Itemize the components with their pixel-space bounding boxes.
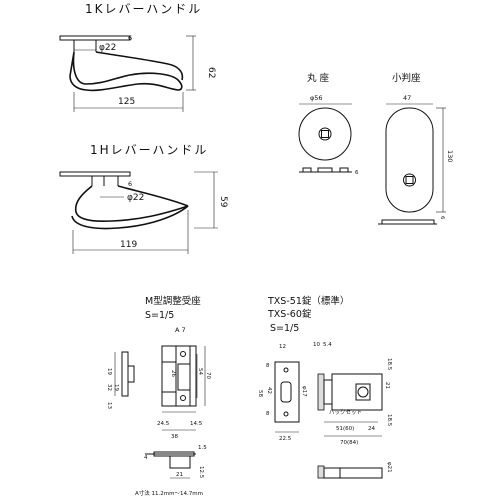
lever-1k-handle (69, 51, 183, 92)
latch-dim-24: 24 (368, 426, 375, 432)
oval-rose-dim-6: 6 (439, 216, 445, 220)
strike-dim-13: 13 (106, 402, 112, 409)
latch-dim-21: 21 (384, 382, 390, 389)
strike-dim-12-5: 12.5 (198, 466, 204, 479)
latch-dim-58: 58 (257, 390, 263, 397)
latch-faceplate (274, 361, 300, 423)
round-rose-title: 丸 座 (307, 72, 330, 84)
lever-1k-dim-62: 62 (206, 67, 216, 78)
lever-1h-dim-6: 6 (128, 180, 132, 188)
strike-dim-1-5: 1.5 (198, 445, 207, 451)
round-rose-spindle-hole (318, 127, 332, 141)
latch-drawing: TXS-51錠（標準） TXS-60錠 S=1/5 12 10 5.4 18.5… (257, 295, 392, 479)
latch-title-2: TXS-60錠 (267, 308, 312, 320)
lever-1h-handle (71, 185, 189, 230)
latch-backset-label: バックセット (329, 409, 362, 416)
round-rose-dim-6: 6 (355, 170, 359, 176)
lever-1k-dim-phi: φ22 (99, 43, 116, 53)
strike-dim-4: 4 (144, 455, 148, 461)
lever-1k-dim-125: 125 (118, 97, 135, 107)
lever-1h-drawing: 1Hレバーハンドル 6 φ22 59 119 (59, 143, 228, 254)
lever-1h-dim-phi: φ22 (127, 193, 144, 203)
latch-dim-70-84: 70(84) (340, 440, 358, 446)
strike-dim-19b: 19 (113, 384, 119, 391)
oval-rose-spindle-hole (403, 173, 416, 187)
latch-dim-12: 12 (279, 344, 286, 350)
strike-latch-opening (177, 363, 191, 391)
strike-dim-26: 26 (170, 370, 176, 377)
strike-dim-19: 19 (106, 368, 112, 375)
strike-screw-top (180, 351, 186, 357)
strike-screw-bottom (180, 395, 186, 401)
lever-1h-rose (59, 171, 131, 177)
strike-dim-70: 70 (205, 372, 211, 379)
strike-side-view (121, 351, 129, 397)
oval-rose-dim-47: 47 (403, 94, 411, 102)
lever-1h-dim-119: 119 (120, 240, 137, 250)
latch-dim-5-4: 5.4 (323, 342, 332, 348)
latch-dim-51-60: 51(60) (336, 426, 354, 432)
latch-title-1: TXS-51錠（標準） (267, 295, 349, 307)
round-rose-dim-phi: φ56 (310, 94, 323, 102)
oval-rose-title: 小判座 (392, 72, 421, 84)
strike-dim-a7: A 7 (175, 326, 186, 334)
latch-dim-8b: 8 (266, 411, 270, 417)
oval-rose-drawing: 小判座 47 130 6 (378, 72, 454, 225)
latch-dim-10: 10 (313, 342, 320, 348)
latch-body (331, 373, 383, 411)
latch-scale: S=1/5 (270, 323, 299, 334)
lever-1k-rose (59, 35, 131, 41)
latch-dim-22-5: 22.5 (279, 436, 292, 442)
strike-dim-38: 38 (171, 434, 178, 440)
strike-note: A寸法 11.2mm～14.7mm (135, 489, 203, 497)
latch-dim-phi21: φ21 (386, 462, 392, 473)
strike-dim-14-5: 14.5 (190, 421, 203, 427)
oval-rose-dim-130: 130 (446, 150, 454, 162)
latch-spindle-hole (357, 386, 369, 398)
latch-bolt-face (280, 381, 292, 403)
latch-bottom-view (317, 465, 325, 479)
lever-1h-title: 1Hレバーハンドル (90, 143, 208, 157)
latch-dim-18-5: 18.5 (386, 358, 392, 371)
strike-dim-21: 21 (176, 472, 183, 478)
latch-dim-18-5b: 18.5 (386, 414, 392, 427)
lever-1k-drawing: 1Kレバーハンドル φ22 6 62 125 (59, 2, 216, 112)
lever-1k-dim-6: 6 (128, 34, 132, 42)
oval-rose-plate (385, 107, 434, 213)
strike-title: M型調整受座 (145, 295, 201, 307)
strike-drawing: M型調整受座 S=1/5 A 7 19 32 19 13 26 54 70 24… (106, 295, 211, 497)
lever-1k-title: 1Kレバーハンドル (85, 2, 202, 16)
strike-dim-32: 32 (106, 384, 112, 391)
latch-dim-phi17: φ17 (301, 386, 307, 397)
strike-dim-24-5: 24.5 (157, 421, 170, 427)
round-rose-plate (298, 107, 352, 161)
latch-dim-42: 42 (266, 387, 272, 394)
round-rose-drawing: 丸 座 φ56 6 (298, 72, 359, 176)
strike-plate (161, 345, 197, 407)
strike-dim-54: 54 (197, 368, 203, 375)
strike-scale: S=1/5 (145, 310, 174, 321)
latch-dim-8a: 8 (266, 363, 270, 369)
lever-1h-dim-59: 59 (218, 196, 228, 208)
